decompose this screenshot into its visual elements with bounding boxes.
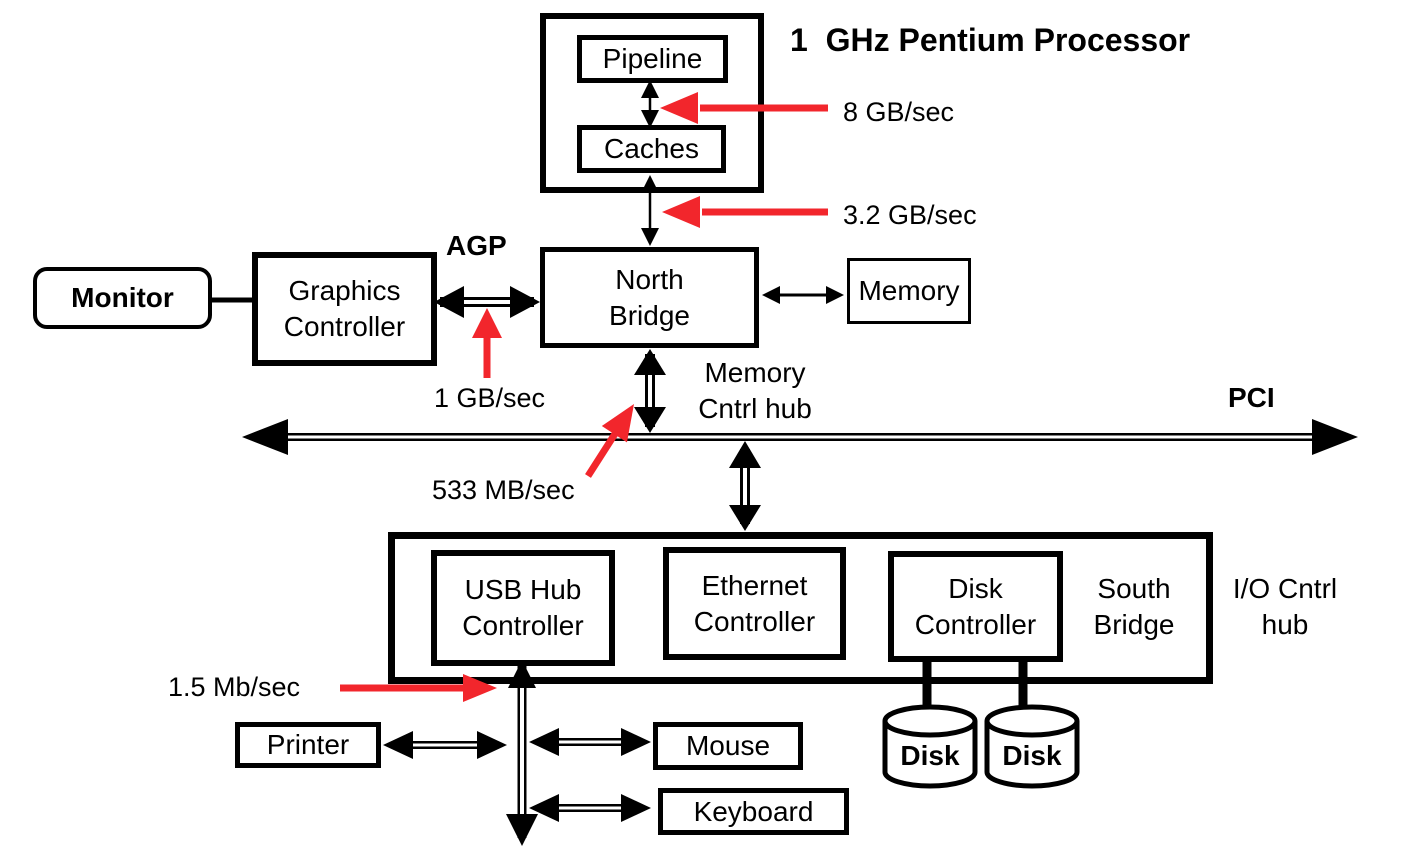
pipeline-box: Pipeline — [577, 35, 728, 83]
northbridge-memory-arrow — [762, 286, 844, 304]
rate-533mb-arrow — [585, 404, 634, 478]
rate-8gb-label: 8 GB/sec — [843, 97, 955, 127]
rate-533mb-label: 533 MB/sec — [432, 475, 575, 505]
memory-cntrl-hub-label: Memory Cntrl hub — [698, 357, 812, 424]
rate-1-5mb-label: 1.5 Mb/sec — [168, 672, 301, 702]
memory-label: Memory — [858, 275, 960, 307]
rate-1gb-arrow — [472, 308, 502, 378]
caches-label: Caches — [604, 133, 699, 165]
south-bridge-label: South Bridge — [1093, 573, 1175, 640]
keyboard-label: Keyboard — [693, 795, 814, 827]
graphics-controller-label: Graphics Controller — [283, 275, 406, 342]
mouse-label: Mouse — [685, 730, 771, 762]
north-bridge-box: North Bridge — [540, 247, 759, 348]
northbridge-pci-connector-arrow — [634, 349, 666, 433]
io-cntrl-hub-label: I/O Cntrl hub — [1232, 573, 1338, 640]
caches-box: Caches — [577, 125, 726, 173]
diagram-title: 1 GHz Pentium Processor — [790, 22, 1191, 58]
usb-hub-controller-label: USB Hub Controller — [462, 574, 584, 641]
pipeline-label: Pipeline — [602, 43, 703, 75]
monitor-label: Monitor — [71, 282, 174, 314]
ethernet-controller-box: Ethernet Controller — [663, 547, 846, 660]
usb-hub-controller-box: USB Hub Controller — [431, 550, 615, 666]
rate-3-2gb-arrow — [662, 196, 828, 228]
agp-label: AGP — [446, 230, 507, 261]
agp-bus-arrow — [434, 286, 540, 318]
pci-label: PCI — [1228, 382, 1275, 413]
keyboard-box: Keyboard — [658, 788, 849, 835]
rate-3-2gb-label: 3.2 GB/sec — [843, 200, 977, 230]
graphics-controller-box: Graphics Controller — [252, 252, 437, 366]
mouse-usb-arrow — [529, 728, 651, 756]
usb-bus-arrow — [506, 660, 538, 846]
mouse-box: Mouse — [653, 722, 803, 770]
pci-southbridge-connector-arrow — [729, 441, 761, 531]
monitor-box: Monitor — [33, 267, 212, 329]
disk-right-label: Disk — [1002, 740, 1062, 771]
north-bridge-label: North Bridge — [609, 263, 690, 331]
printer-usb-arrow — [383, 731, 507, 759]
disk-left-label: Disk — [900, 740, 960, 771]
rate-1gb-label: 1 GB/sec — [434, 383, 546, 413]
disk-controller-box: Disk Controller — [888, 551, 1063, 662]
memory-box: Memory — [847, 258, 971, 324]
printer-label: Printer — [266, 729, 350, 761]
disk-controller-label: Disk Controller — [914, 572, 1037, 640]
ethernet-controller-label: Ethernet Controller — [693, 569, 816, 637]
keyboard-usb-arrow — [529, 794, 651, 822]
printer-box: Printer — [235, 722, 381, 768]
